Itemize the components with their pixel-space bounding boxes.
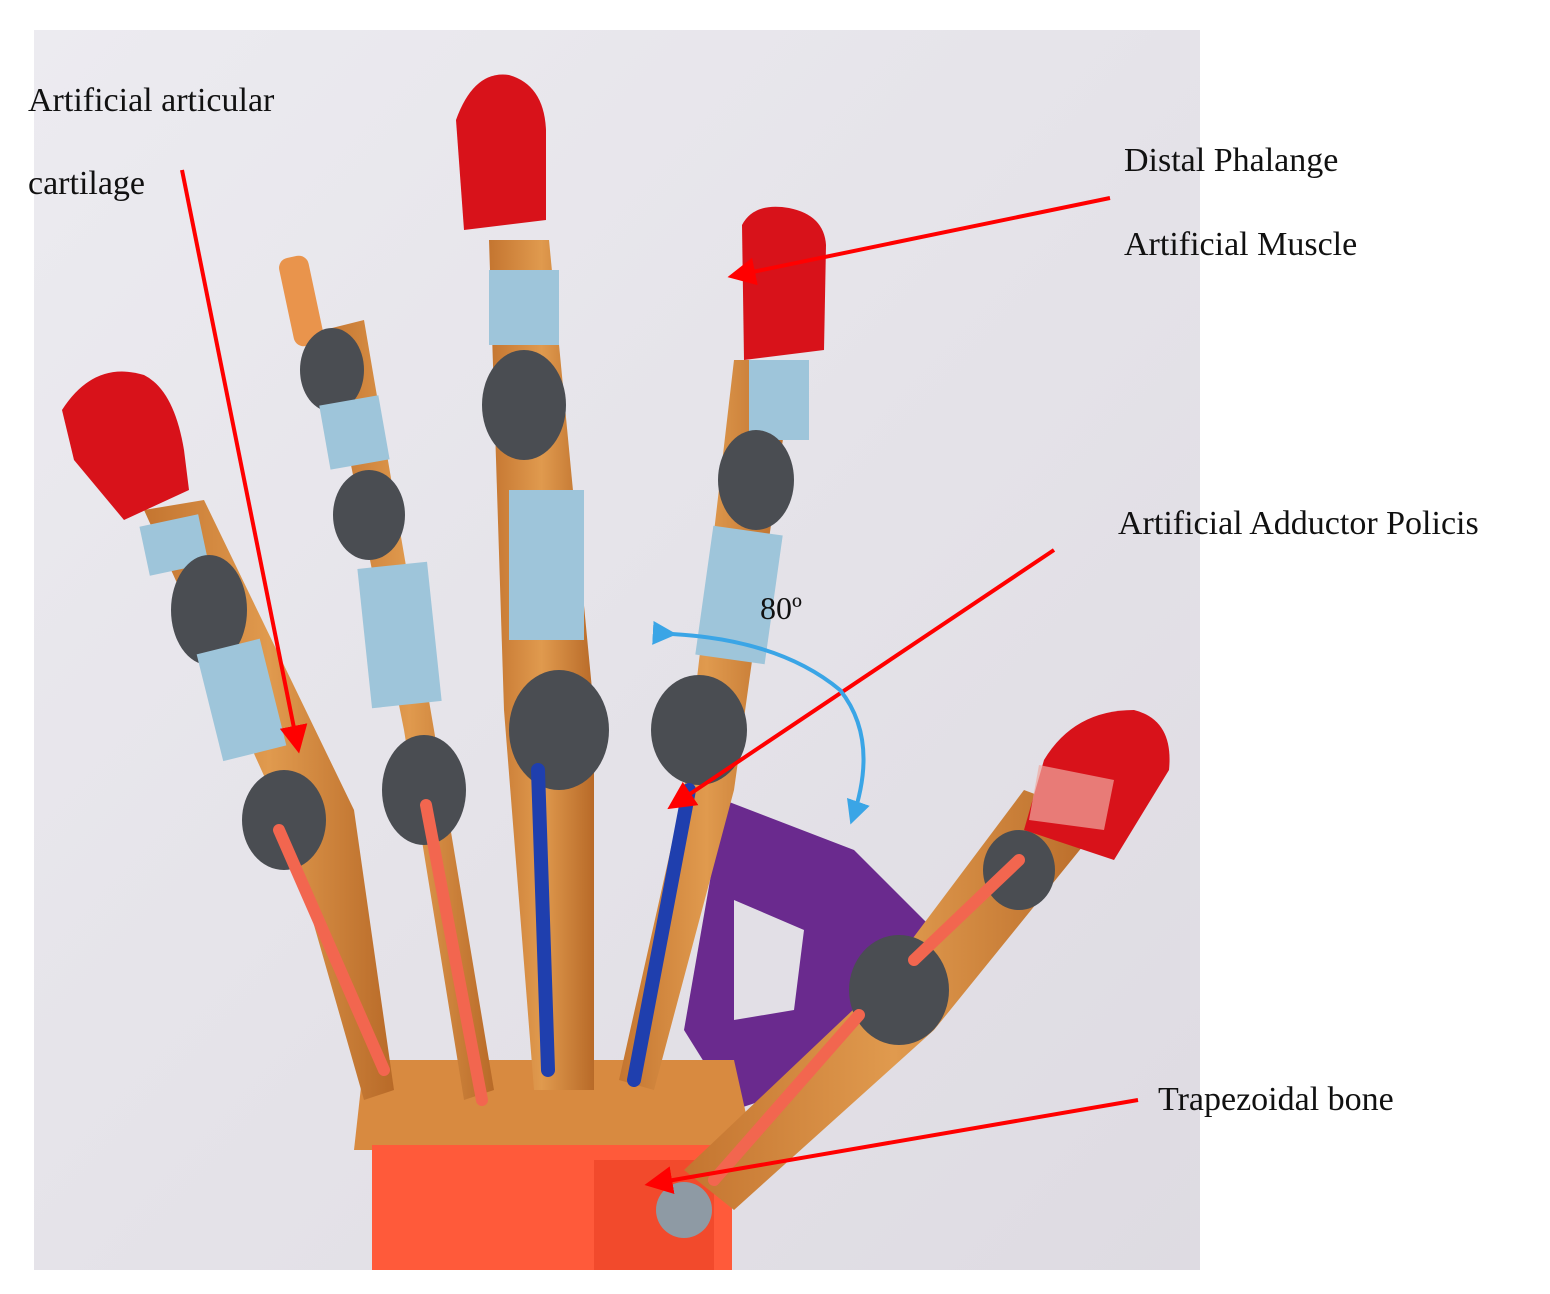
- middle-finger-joint-1: [482, 350, 566, 460]
- thumb-tendon-1: [908, 854, 1025, 966]
- ring-finger-tendon: [420, 799, 488, 1106]
- label-cartilage-line1: Artificial articular: [28, 82, 275, 119]
- middle-finger-tape-2: [509, 490, 584, 640]
- label-trapezoidal-bone: Trapezoidal bone: [1158, 1081, 1394, 1118]
- index-fingertip: [742, 206, 826, 360]
- thumb-joint-1: [983, 830, 1055, 910]
- thumb-joint-2: [849, 935, 949, 1045]
- little-fingertip: [62, 371, 189, 520]
- middle-finger-tape-1: [489, 270, 559, 345]
- label-cartilage-line2: cartilage: [28, 165, 146, 202]
- label-angle: 80º: [760, 590, 802, 626]
- little-finger-joint-2: [242, 770, 326, 870]
- index-finger-tape-1: [749, 360, 809, 440]
- ring-finger-joint-1: [300, 328, 364, 412]
- middle-finger: [456, 74, 609, 1090]
- label-artificial-muscle: Artificial Muscle: [1124, 226, 1358, 263]
- trapezoidal-joint: [656, 1182, 712, 1238]
- ring-finger-tape-2: [357, 561, 442, 709]
- purple-frame-cutout: [734, 900, 804, 1020]
- label-distal-phalange: Distal Phalange: [1124, 142, 1339, 179]
- middle-fingertip: [456, 74, 546, 230]
- index-finger-joint-1: [718, 430, 794, 530]
- middle-finger-tendon: [531, 763, 555, 1077]
- label-adductor-policis: Artificial Adductor Policis: [1118, 505, 1479, 542]
- ring-finger: [279, 255, 494, 1106]
- middle-finger-joint-2: [509, 670, 609, 790]
- ring-finger-tape-1: [319, 395, 390, 470]
- index-finger-tendon: [627, 783, 696, 1087]
- robotic-hand-photo: [34, 30, 1200, 1270]
- index-finger-joint-2: [651, 675, 747, 785]
- ring-finger-joint-3: [382, 735, 466, 845]
- ring-finger-joint-2: [333, 470, 405, 560]
- little-finger-tendon: [273, 824, 390, 1076]
